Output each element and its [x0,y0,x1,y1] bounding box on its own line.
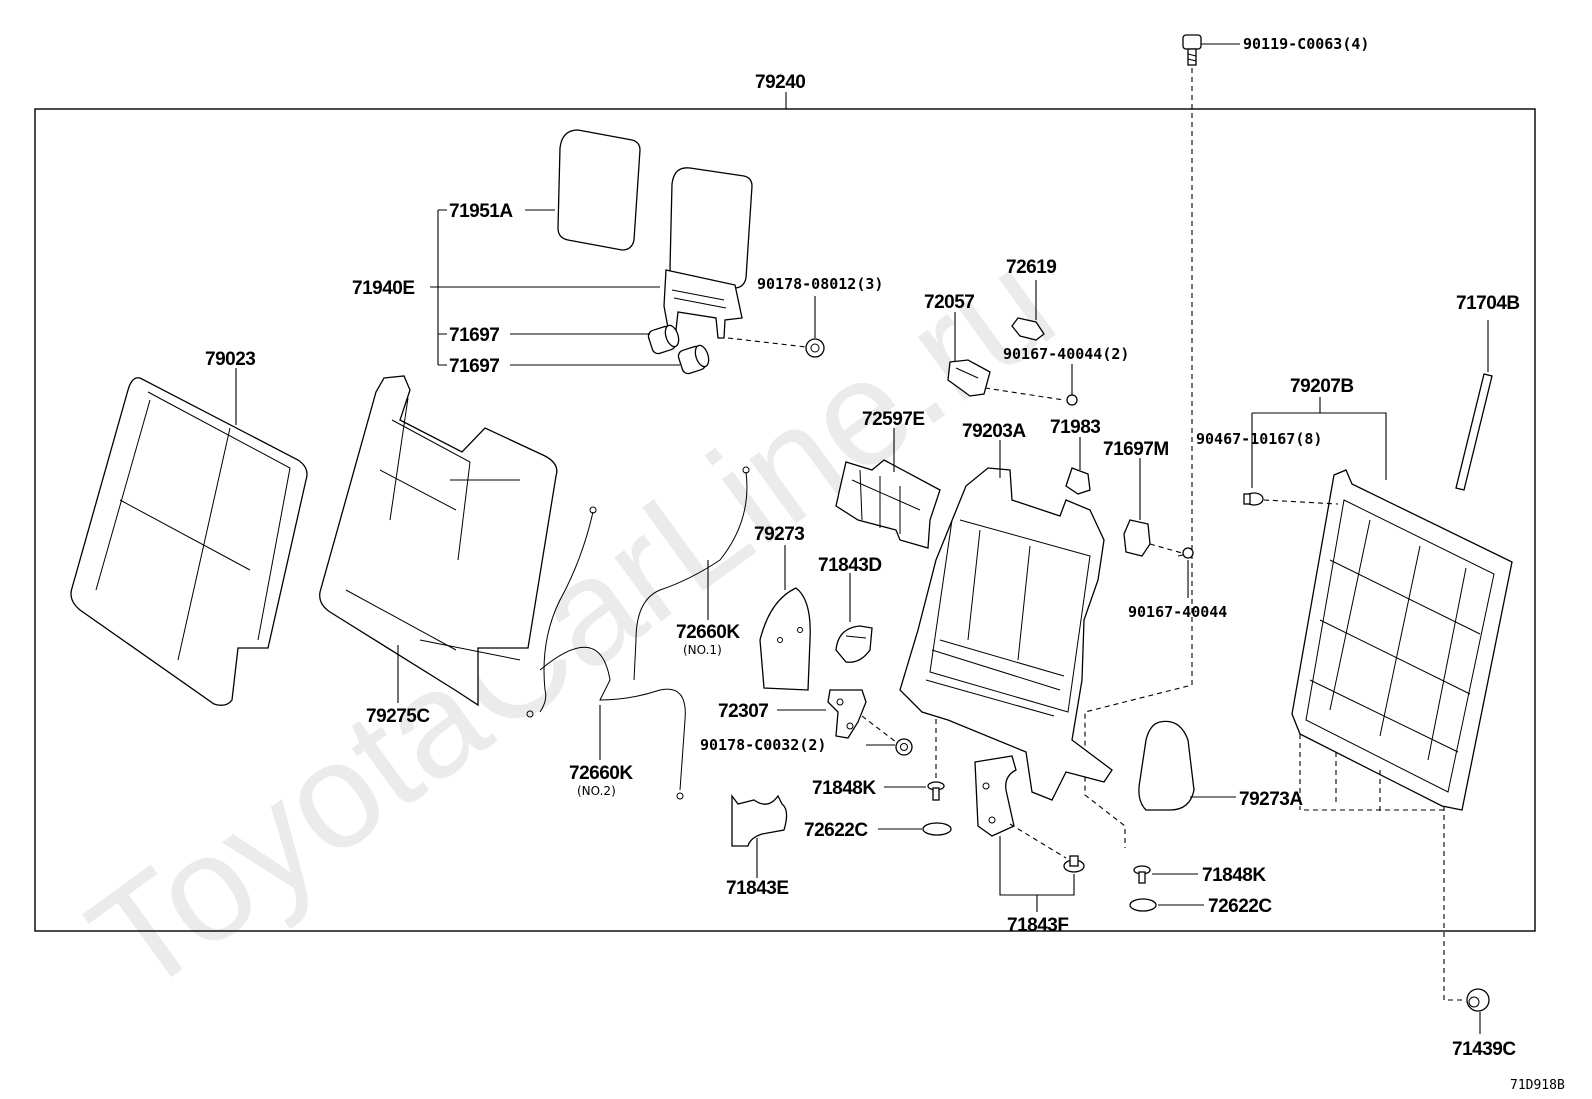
label-72622c-right[interactable]: 72622C [1208,896,1273,917]
trim-cover-icon [731,794,788,847]
label-79203a[interactable]: 79203A [962,421,1027,442]
label-71704b[interactable]: 71704B [1456,293,1520,314]
label-79023[interactable]: 79023 [205,349,256,370]
bracket-icon [974,755,1017,837]
label-71940e[interactable]: 71940E [352,278,415,299]
diagram-ref: 71D918B [1510,1078,1565,1093]
side-cover-icon [1138,720,1195,811]
label-71843d[interactable]: 71843D [818,555,882,576]
label-72307[interactable]: 72307 [718,701,769,722]
label-72057[interactable]: 72057 [924,292,975,313]
label-71697-b[interactable]: 71697 [449,356,500,377]
bolt-icon [1182,34,1202,66]
label-72660k-no1[interactable]: 72660K [676,622,741,643]
label-71848k-right[interactable]: 71848K [1202,865,1267,886]
label-71951a[interactable]: 71951A [449,201,514,222]
label-79240[interactable]: 79240 [755,72,806,93]
clip-icon [1063,855,1085,873]
label-71843f[interactable]: 71843F [1007,915,1069,936]
label-72622c-left[interactable]: 72622C [804,820,869,841]
label-90467-10167[interactable]: 90467-10167(8) [1196,430,1322,448]
clip-cover-icon [835,625,873,663]
knob-icon [1123,519,1151,557]
label-90167-40044-2[interactable]: 90167-40044(2) [1003,345,1129,363]
label-71983[interactable]: 71983 [1050,417,1101,438]
label-71848k-left[interactable]: 71848K [812,778,877,799]
seat-cover-icon [70,377,308,706]
lock-cover-icon [947,359,991,397]
screw-icon [1066,394,1078,406]
label-90119-c0063[interactable]: 90119-C0063(4) [1243,35,1369,53]
label-71697-a[interactable]: 71697 [449,325,500,346]
cable-icon [526,466,750,800]
seat-pad-icon [319,375,558,707]
label-72597e[interactable]: 72597E [862,409,925,430]
lock-assy-icon [835,459,941,549]
label-72660k-no2[interactable]: 72660K [569,763,634,784]
side-cover-icon [759,587,811,691]
label-79207b[interactable]: 79207B [1290,376,1354,397]
washer-icon [1129,898,1157,912]
strip-icon [1455,373,1493,491]
note-no1: (NO.1) [683,643,722,657]
label-79275c[interactable]: 79275C [366,706,431,727]
label-79273a[interactable]: 79273A [1239,789,1304,810]
nut-icon [895,738,913,756]
label-71697m[interactable]: 71697M [1103,439,1169,460]
label-79273[interactable]: 79273 [754,524,805,545]
label-71439c[interactable]: 71439C [1452,1039,1517,1060]
seatback-board-icon [1291,469,1513,811]
note-no2: (NO.2) [577,784,616,798]
clip-icon [1243,492,1264,506]
washer-icon [922,822,952,836]
assembly-frame [34,108,1536,932]
cap-icon [1133,865,1151,884]
label-90178-08012[interactable]: 90178-08012(3) [757,275,883,293]
lever-icon [827,689,867,739]
cap-icon [927,781,945,801]
nut-icon [805,338,825,358]
label-72619[interactable]: 72619 [1006,257,1057,278]
label-71843e[interactable]: 71843E [726,878,789,899]
label-90167-40044[interactable]: 90167-40044 [1128,603,1227,621]
label-90178-c0032[interactable]: 90178-C0032(2) [700,736,826,754]
clip-icon [1466,988,1490,1012]
headrest-icon [557,129,753,339]
bracket-icon [1011,317,1045,341]
seatback-frame-icon [899,467,1113,801]
clip-icon [1065,467,1091,495]
screw-icon [1177,547,1194,559]
guide-icon [647,324,710,375]
